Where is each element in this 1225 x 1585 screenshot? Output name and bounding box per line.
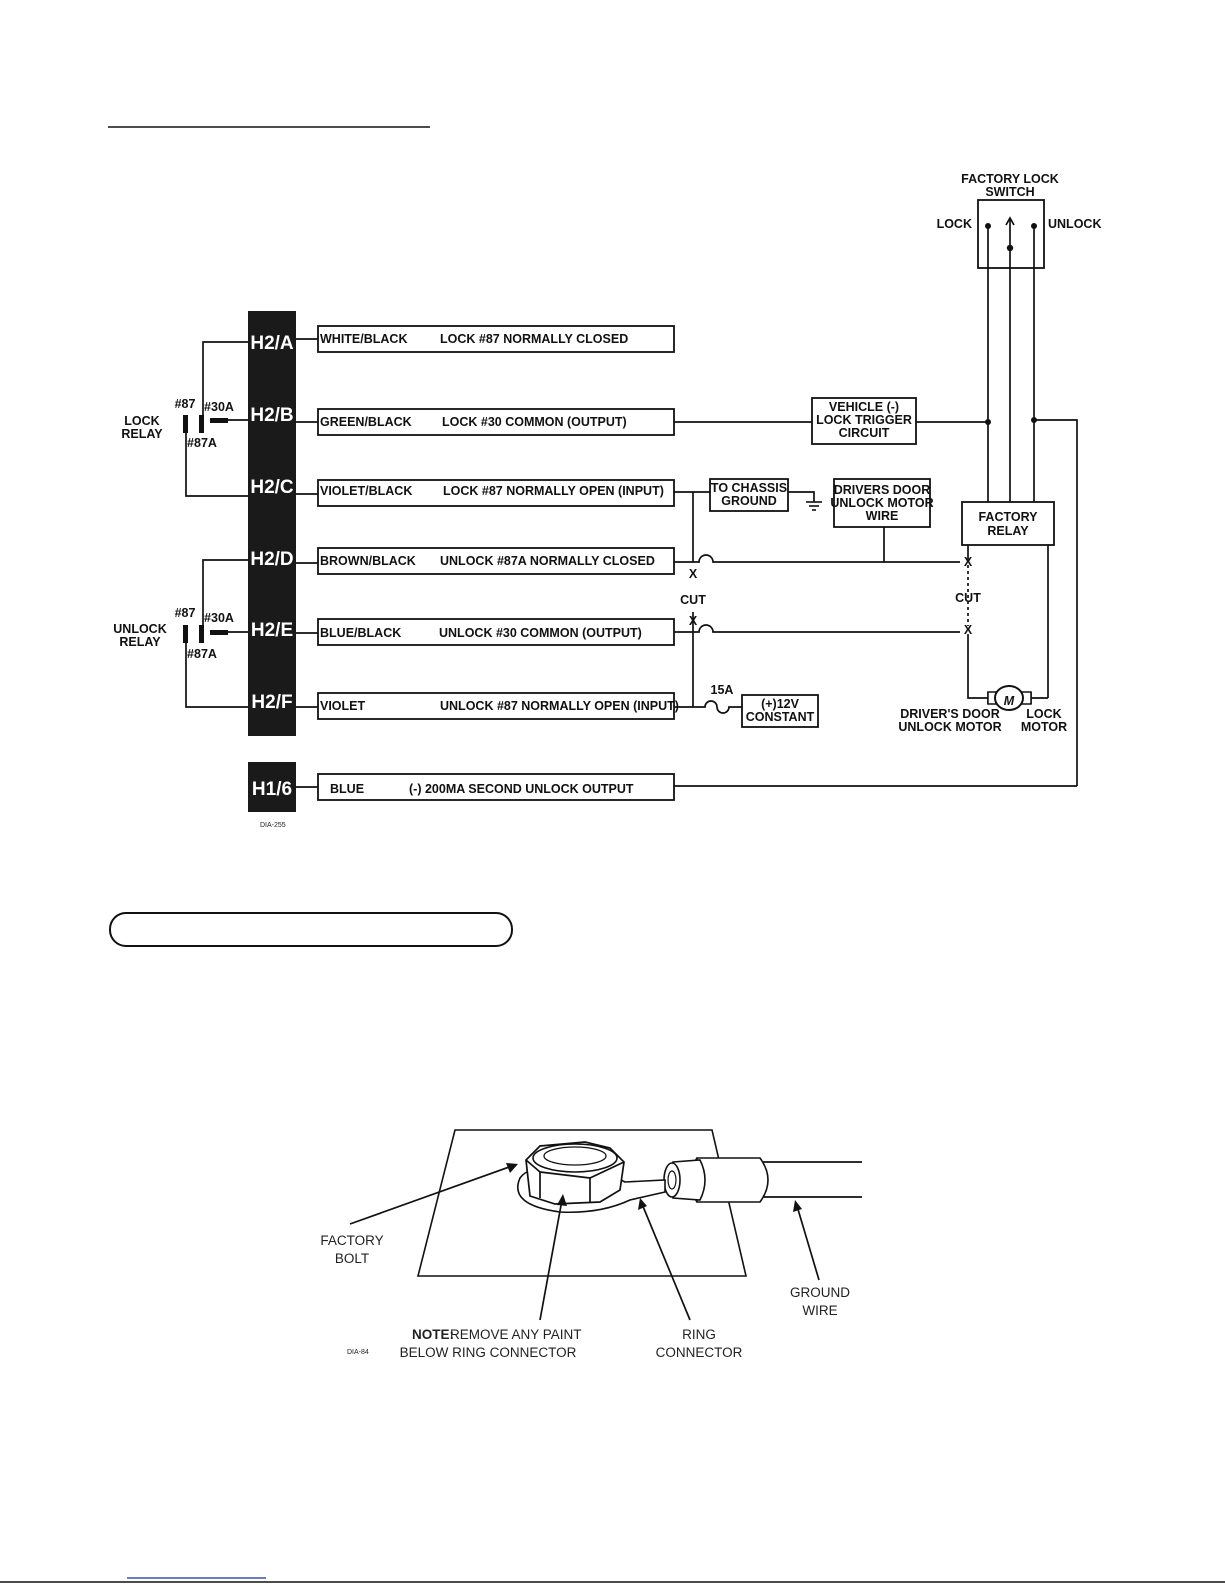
pin-row-h2d: H2/D BROWN/BLACK UNLOCK #87A NORMALLY CL…	[250, 547, 675, 575]
svg-text:UNLOCK MOTOR: UNLOCK MOTOR	[830, 496, 933, 510]
svg-text:WIRE: WIRE	[802, 1303, 837, 1318]
svg-text:#87: #87	[175, 606, 196, 620]
svg-text:UNLOCK #87A NORMALLY CLOSED: UNLOCK #87A NORMALLY CLOSED	[440, 554, 655, 568]
factory-bolt-nut	[525, 1141, 625, 1205]
svg-text:MOTOR: MOTOR	[1021, 720, 1067, 734]
vehicle-lock-trigger-circuit: VEHICLE (-) LOCK TRIGGER CIRCUIT	[811, 397, 917, 445]
svg-text:X: X	[964, 555, 973, 569]
svg-text:CONSTANT: CONSTANT	[746, 710, 815, 724]
svg-text:#30A: #30A	[204, 400, 234, 414]
svg-text:VIOLET/BLACK: VIOLET/BLACK	[320, 484, 412, 498]
svg-text:CUT: CUT	[955, 591, 981, 605]
svg-text:BOLT: BOLT	[335, 1251, 369, 1266]
wire-insulation-sleeve	[696, 1157, 769, 1203]
svg-text:H2/B: H2/B	[250, 405, 293, 426]
svg-text:#87A: #87A	[187, 647, 217, 661]
svg-text:BLUE/BLACK: BLUE/BLACK	[320, 626, 401, 640]
svg-text:UNLOCK: UNLOCK	[113, 622, 166, 636]
svg-text:WHITE/BLACK: WHITE/BLACK	[320, 332, 408, 346]
svg-text:(-) 200MA SECOND UNLOCK OUTPUT: (-) 200MA SECOND UNLOCK OUTPUT	[409, 782, 634, 796]
svg-text:GROUND: GROUND	[721, 494, 777, 508]
lock-relay: LOCK RELAY #87 #30A #87A	[121, 341, 248, 497]
svg-text:DRIVERS DOOR: DRIVERS DOOR	[834, 483, 931, 497]
svg-text:UNLOCK #87 NORMALLY OPEN (INPU: UNLOCK #87 NORMALLY OPEN (INPUT)	[440, 699, 679, 713]
svg-text:X: X	[689, 614, 698, 628]
svg-text:X: X	[689, 567, 698, 581]
factory-relay: FACTORY RELAY	[961, 501, 1055, 546]
svg-text:M: M	[1004, 694, 1015, 708]
section-heading-pill	[109, 912, 513, 947]
svg-text:15A: 15A	[711, 683, 734, 697]
svg-text:GROUND: GROUND	[790, 1285, 850, 1300]
svg-text:LOCK TRIGGER: LOCK TRIGGER	[816, 413, 912, 427]
svg-text:X: X	[964, 623, 973, 637]
svg-text:DIA-84: DIA-84	[347, 1349, 369, 1356]
svg-text:UNLOCK: UNLOCK	[1048, 217, 1101, 231]
drivers-door-unlock-motor-wire: DRIVERS DOOR UNLOCK MOTOR WIRE	[830, 478, 934, 562]
svg-text:BLUE: BLUE	[330, 782, 364, 796]
svg-text:WIRE: WIRE	[866, 509, 899, 523]
svg-text:H2/D: H2/D	[250, 549, 293, 570]
door-lock-motor: M	[987, 685, 1048, 711]
unlock-relay: UNLOCK RELAY #87 #30A #87A	[113, 559, 248, 708]
svg-text:VEHICLE (-): VEHICLE (-)	[829, 400, 899, 414]
svg-text:#30A: #30A	[204, 611, 234, 625]
svg-text:#87: #87	[175, 397, 196, 411]
svg-text:LOCK #30 COMMON (OUTPUT): LOCK #30 COMMON (OUTPUT)	[442, 415, 627, 429]
svg-text:RELAY: RELAY	[119, 635, 161, 649]
chassis-ground: TO CHASSIS GROUND	[709, 478, 822, 512]
svg-text:RELAY: RELAY	[121, 427, 163, 441]
svg-text:SWITCH: SWITCH	[985, 185, 1034, 199]
pin-row-h2c: H2/C VIOLET/BLACK LOCK #87 NORMALLY OPEN…	[250, 477, 675, 507]
svg-text:UNLOCK MOTOR: UNLOCK MOTOR	[898, 720, 1001, 734]
svg-text:UNLOCK #30 COMMON (OUTPUT): UNLOCK #30 COMMON (OUTPUT)	[439, 626, 642, 640]
h2-connector	[248, 311, 296, 736]
svg-text:H2/E: H2/E	[251, 620, 293, 641]
svg-text:DRIVER'S DOOR: DRIVER'S DOOR	[900, 707, 1000, 721]
h1-connector	[248, 762, 296, 812]
svg-text:RING: RING	[682, 1327, 716, 1342]
svg-text:H2/A: H2/A	[250, 333, 294, 354]
svg-text:TO CHASSIS: TO CHASSIS	[711, 481, 787, 495]
svg-text:LOCK: LOCK	[937, 217, 972, 231]
svg-text:REMOVE ANY PAINT: REMOVE ANY PAINT	[450, 1327, 582, 1342]
factory-lock-switch: FACTORY LOCK SWITCH LOCK UNLOCK	[937, 172, 1101, 269]
pin-row-h2f: H2/F VIOLET UNLOCK #87 NORMALLY OPEN (IN…	[251, 692, 679, 720]
door-lock-wiring-diagram: FACTORY LOCK SWITCH LOCK UNLOCK FACTORY …	[113, 172, 1101, 829]
constant-12v-source: (+)12V CONSTANT	[741, 694, 819, 728]
pin-row-h2e: H2/E BLUE/BLACK UNLOCK #30 COMMON (OUTPU…	[251, 618, 675, 646]
svg-text:H2/F: H2/F	[251, 692, 292, 713]
svg-text:CIRCUIT: CIRCUIT	[839, 426, 890, 440]
svg-text:VIOLET: VIOLET	[320, 699, 366, 713]
svg-text:NOTE:: NOTE:	[412, 1327, 454, 1342]
svg-text:FACTORY: FACTORY	[320, 1233, 383, 1248]
svg-text:GREEN/BLACK: GREEN/BLACK	[320, 415, 412, 429]
pin-row-h2a: H2/A WHITE/BLACK LOCK #87 NORMALLY CLOSE…	[250, 325, 675, 354]
svg-text:FACTORY LOCK: FACTORY LOCK	[961, 172, 1059, 186]
svg-text:FACTORY: FACTORY	[978, 510, 1038, 524]
pin-row-h16: H1/6 BLUE (-) 200MA SECOND UNLOCK OUTPUT	[252, 773, 675, 801]
ground-connection-diagram: FACTORY BOLT GROUND WIRE RING CONNECTOR …	[320, 1129, 862, 1360]
svg-text:LOCK: LOCK	[124, 414, 159, 428]
svg-text:DIA-255: DIA-255	[260, 822, 286, 829]
svg-text:LOCK #87 NORMALLY CLOSED: LOCK #87 NORMALLY CLOSED	[440, 332, 628, 346]
pin-row-h2b: H2/B GREEN/BLACK LOCK #30 COMMON (OUTPUT…	[250, 405, 675, 436]
svg-text:LOCK: LOCK	[1026, 707, 1061, 721]
svg-text:BELOW RING CONNECTOR: BELOW RING CONNECTOR	[400, 1345, 577, 1360]
svg-text:LOCK #87 NORMALLY OPEN (INPUT): LOCK #87 NORMALLY OPEN (INPUT)	[443, 484, 664, 498]
leader-arrows	[349, 1163, 820, 1321]
svg-text:(+)12V: (+)12V	[761, 697, 800, 711]
svg-text:BROWN/BLACK: BROWN/BLACK	[320, 554, 416, 568]
svg-text:H2/C: H2/C	[250, 477, 294, 498]
svg-text:CUT: CUT	[680, 593, 706, 607]
svg-text:CONNECTOR: CONNECTOR	[656, 1345, 743, 1360]
svg-text:RELAY: RELAY	[987, 524, 1029, 538]
svg-text:#87A: #87A	[187, 436, 217, 450]
svg-text:H1/6: H1/6	[252, 779, 292, 800]
